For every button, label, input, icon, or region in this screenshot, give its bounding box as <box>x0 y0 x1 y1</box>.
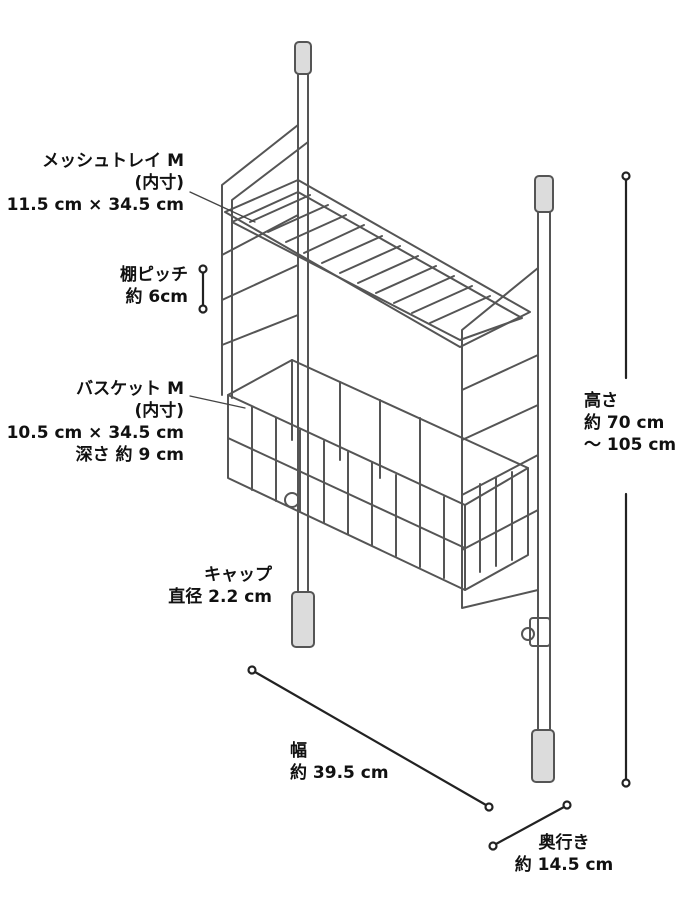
width-value: 約 39.5 cm <box>290 763 389 783</box>
height-title: 高さ <box>584 391 618 411</box>
basket-size: 約 10.5 cm × 34.5 cm <box>0 423 184 443</box>
mesh-tray-label: メッシュトレイ M (内寸) 約 11.5 cm × 34.5 cm <box>0 150 184 216</box>
height-value-2: 〜 105 cm <box>584 435 677 455</box>
depth-value: 約 14.5 cm <box>514 855 614 875</box>
depth-title: 奥行き <box>538 833 590 853</box>
mesh-tray-title: メッシュトレイ M <box>42 151 184 171</box>
basket <box>227 359 529 591</box>
height-dimension <box>621 171 631 788</box>
mesh-tray-size: 約 11.5 cm × 34.5 cm <box>0 195 184 215</box>
shelf-pitch-value: 約 6cm <box>125 287 188 307</box>
left-pole <box>284 41 315 648</box>
height-label: 高さ 約 70 cm 〜 105 cm <box>584 390 676 456</box>
leader-lines <box>189 191 256 409</box>
width-label: 幅 約 39.5 cm <box>290 740 389 784</box>
cap-label: キャップ 直径 2.2 cm <box>168 564 272 608</box>
depth-dimension <box>488 800 572 851</box>
basket-depth: 深さ 約 9 cm <box>75 445 184 465</box>
height-value-1: 約 70 cm <box>584 413 665 433</box>
shelf-pitch-label: 棚ピッチ 約 6cm <box>120 264 188 308</box>
shelf-pitch-title: 棚ピッチ <box>120 265 188 285</box>
depth-label: 奥行き 約 14.5 cm <box>508 832 620 876</box>
basket-title: バスケット M <box>76 379 184 399</box>
mesh-tray-note: (内寸) <box>134 173 184 193</box>
basket-note: (内寸) <box>134 401 184 421</box>
cap-value: 直径 2.2 cm <box>168 587 272 607</box>
side-frame <box>221 124 539 609</box>
right-pole <box>521 175 555 783</box>
shelf-pitch-dimension <box>198 264 208 314</box>
width-dimension <box>247 665 494 812</box>
cap-title: キャップ <box>204 565 272 585</box>
basket-label: バスケット M (内寸) 約 10.5 cm × 34.5 cm 深さ 約 9 … <box>0 378 184 466</box>
width-title: 幅 <box>290 741 307 761</box>
mesh-tray <box>224 179 531 348</box>
